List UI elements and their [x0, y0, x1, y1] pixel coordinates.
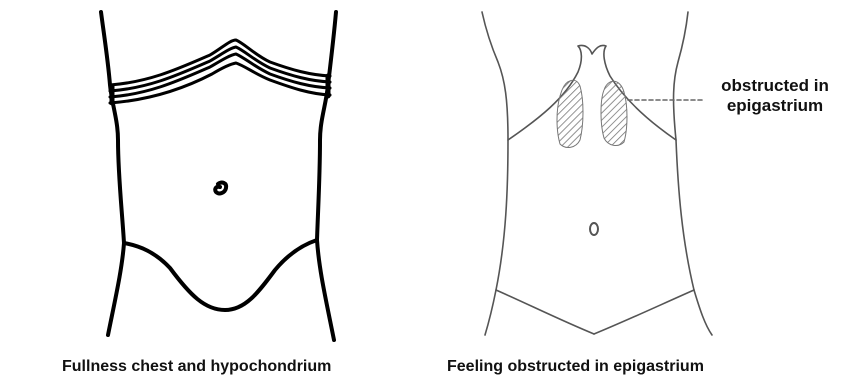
- left-lower-abdomen: [124, 240, 317, 310]
- annotation-line-1: obstructed in: [700, 76, 850, 96]
- left-torso: [101, 12, 336, 340]
- left-navel: [215, 183, 226, 194]
- caption-right: Feeling obstructed in epigastrium: [447, 358, 704, 376]
- annotation-line-2: epigastrium: [700, 96, 850, 116]
- caption-left: Fullness chest and hypochondrium: [62, 358, 331, 376]
- right-torso-left-edge: [482, 12, 508, 335]
- annotation-label: obstructed in epigastrium: [700, 76, 850, 116]
- chest-band: [110, 40, 330, 103]
- right-torso: [482, 12, 712, 335]
- right-lower-left: [496, 290, 594, 334]
- right-navel: [590, 223, 598, 235]
- left-torso-right-edge: [317, 12, 336, 340]
- epigastrium-left-hatch: [557, 80, 583, 147]
- right-torso-right-edge: [674, 12, 712, 335]
- ribcage-arch: [508, 45, 676, 140]
- left-torso-left-edge: [101, 12, 124, 335]
- epigastrium-right-hatch: [601, 81, 627, 145]
- right-lower-right: [594, 290, 694, 334]
